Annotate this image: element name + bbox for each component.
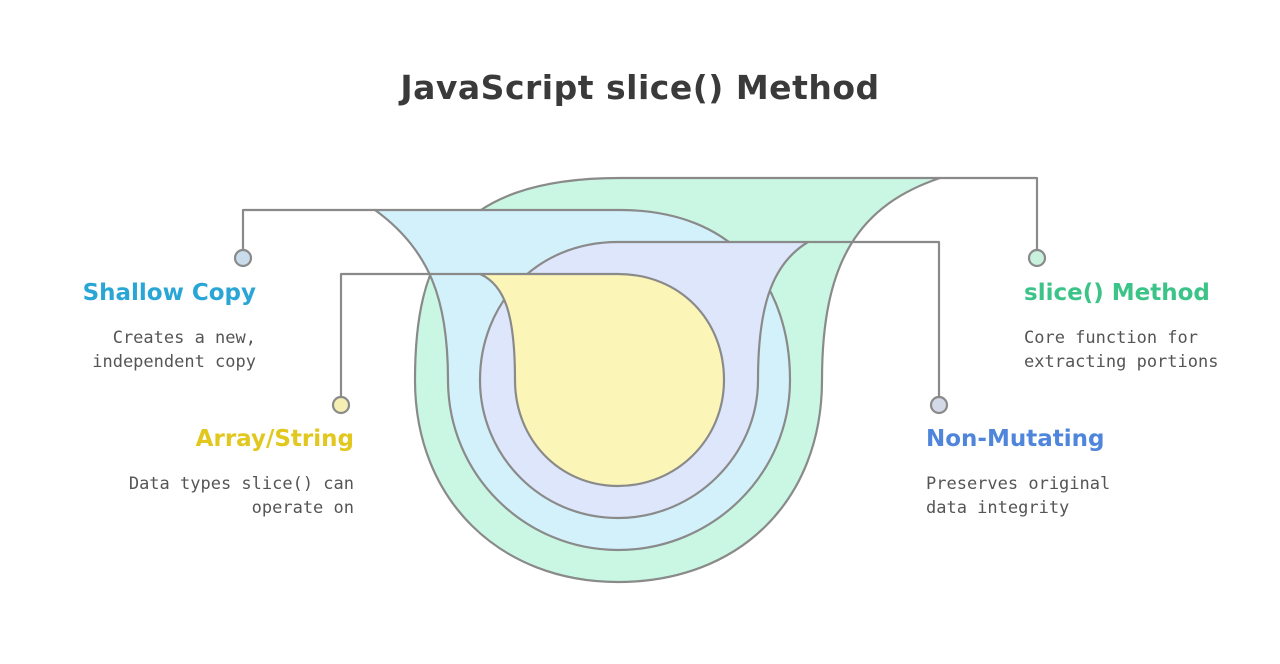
desc-shallow-copy-line2: independent copy: [92, 352, 256, 372]
desc-array-string-line2: operate on: [251, 498, 354, 518]
desc-slice-method: Core function for extracting portions: [1024, 326, 1218, 374]
desc-slice-method-line1: Core function for: [1024, 328, 1198, 348]
dot-array-string: [331, 395, 351, 415]
desc-non-mutating-line1: Preserves original: [926, 474, 1111, 494]
connector-shallow-copy: [241, 208, 377, 252]
desc-array-string: Data types slice() can operate on: [129, 472, 354, 520]
dot-shallow-copy: [233, 248, 253, 268]
label-non-mutating: Non-Mutating: [926, 426, 1105, 452]
label-slice-method: slice() Method: [1024, 280, 1210, 306]
dot-non-mutating: [929, 395, 949, 415]
layer-array-string: [478, 272, 726, 488]
desc-shallow-copy: Creates a new, independent copy: [92, 326, 256, 374]
page-title: JavaScript slice() Method: [400, 68, 880, 107]
desc-non-mutating: Preserves original data integrity: [926, 472, 1110, 520]
label-array-string: Array/String: [195, 426, 354, 452]
connector-array-string: [339, 272, 482, 399]
label-shallow-copy: Shallow Copy: [82, 280, 256, 306]
connector-slice-method: [938, 176, 1039, 252]
desc-slice-method-line2: extracting portions: [1024, 352, 1219, 372]
connector-non-mutating: [806, 240, 941, 399]
desc-array-string-line1: Data types slice() can: [128, 474, 354, 494]
desc-shallow-copy-line1: Creates a new,: [112, 328, 256, 348]
desc-non-mutating-line2: data integrity: [926, 498, 1070, 518]
dot-slice-method: [1027, 248, 1047, 268]
